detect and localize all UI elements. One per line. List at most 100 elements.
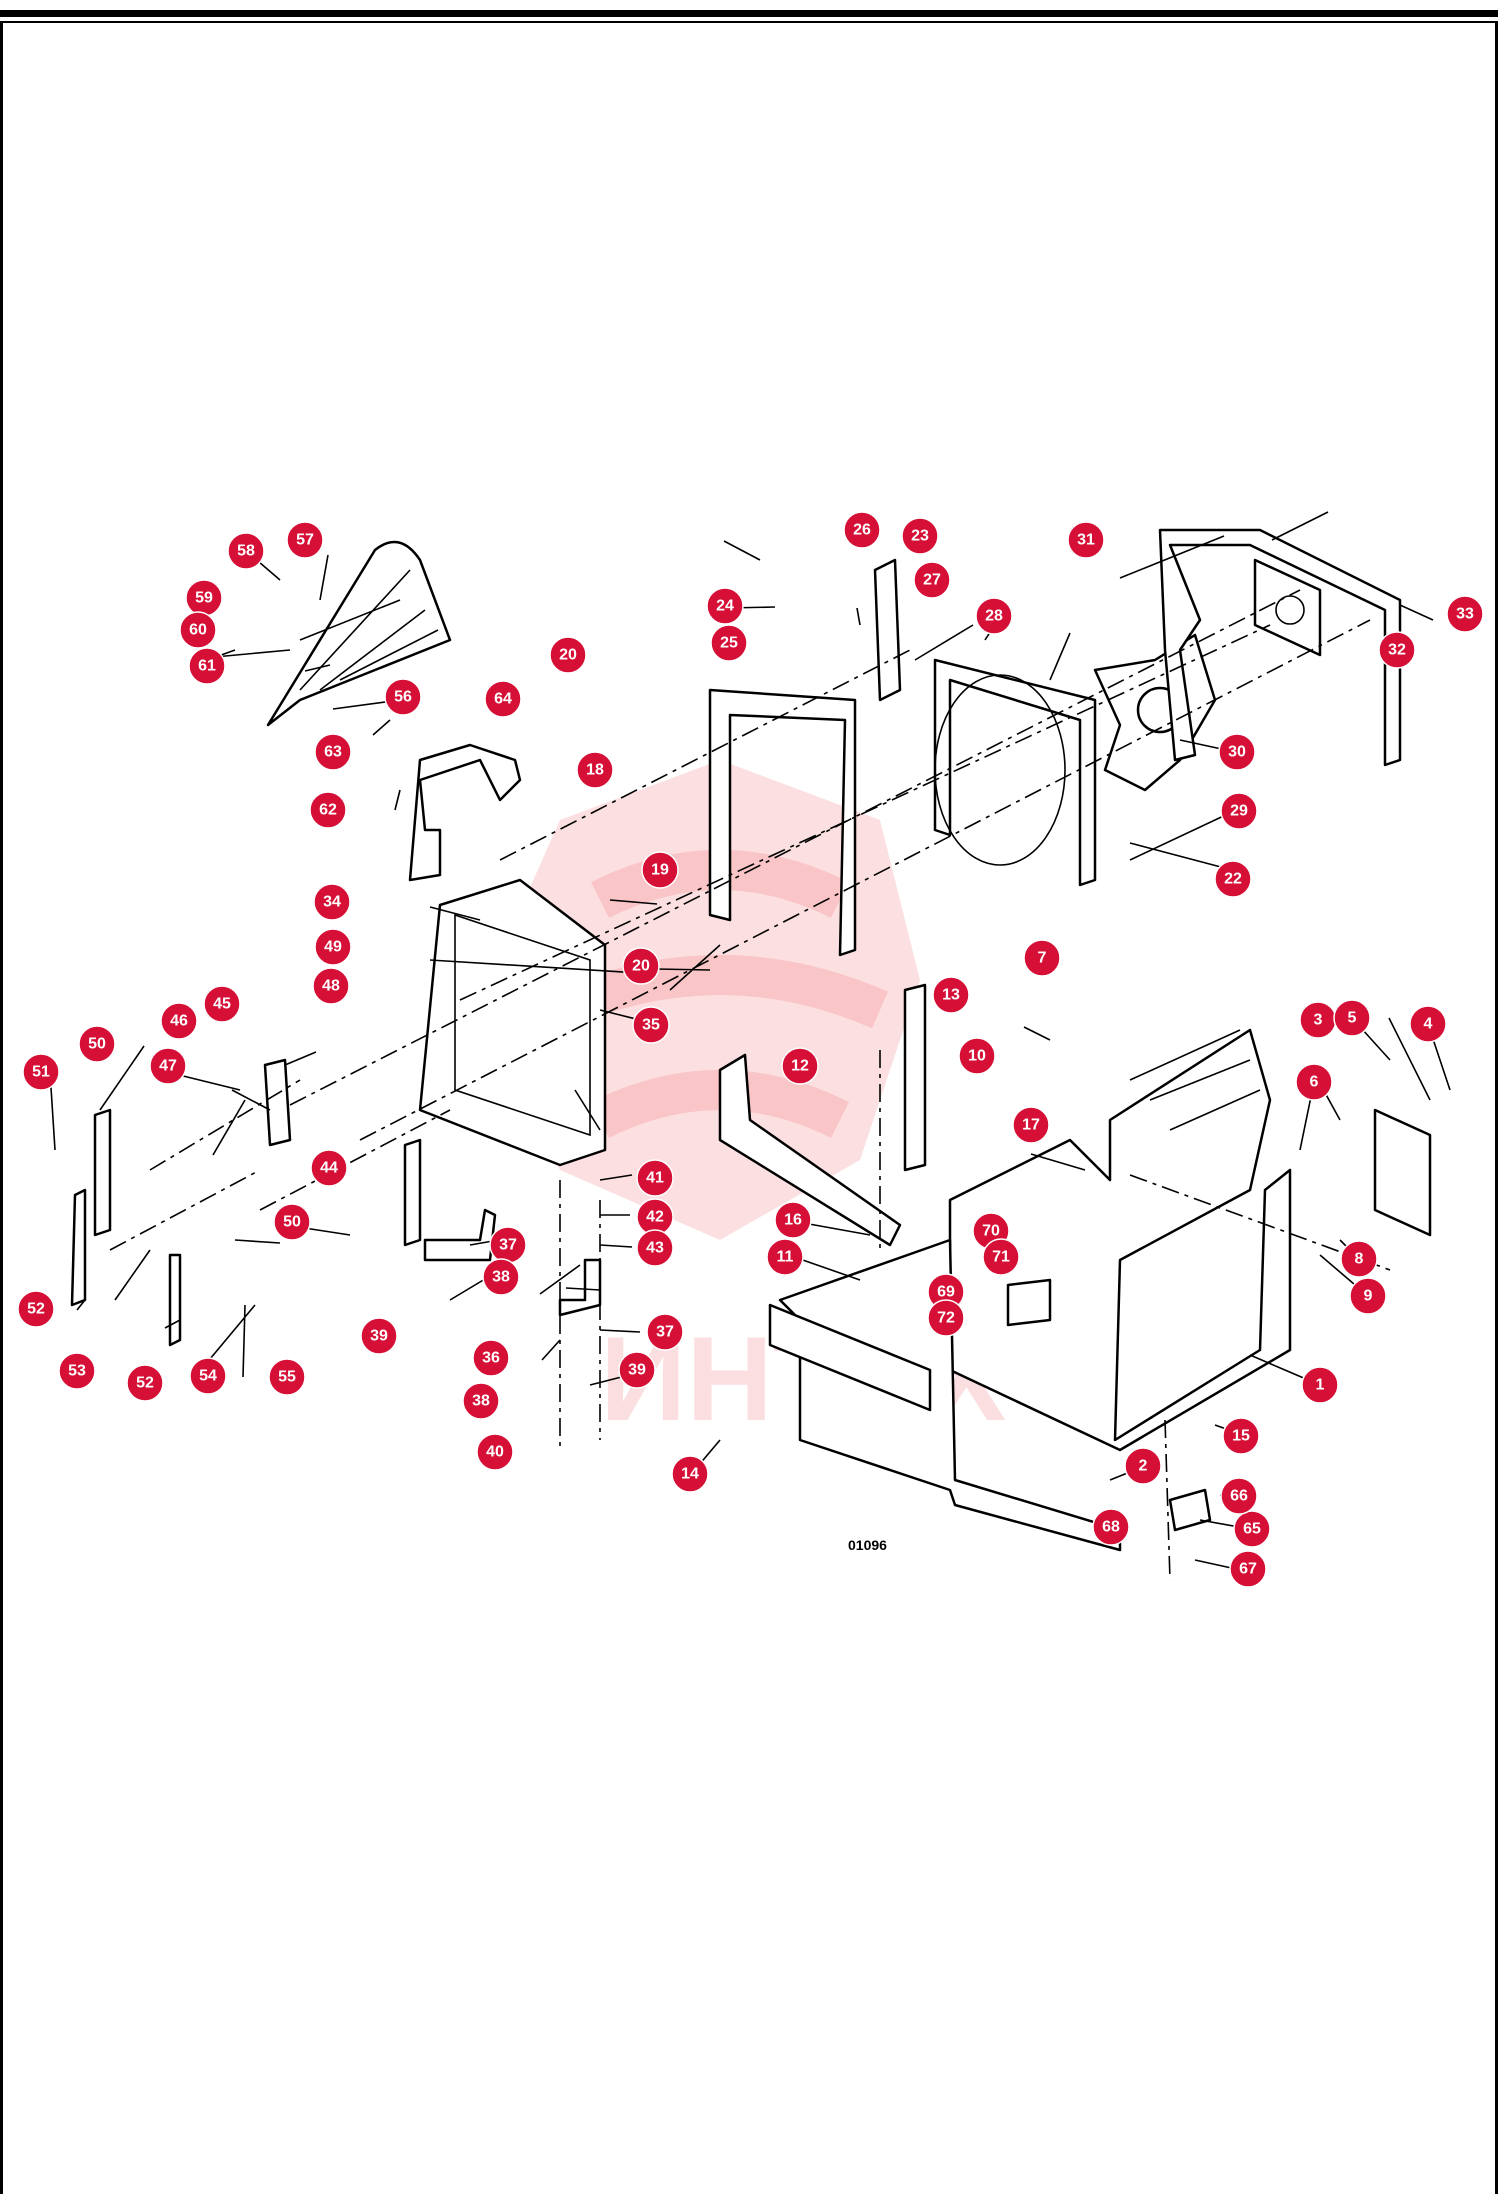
callout-badge-circle	[1295, 1063, 1333, 1101]
callout-number: 1	[1316, 1377, 1325, 1394]
page-right-border	[1495, 22, 1498, 2194]
callout-badge: 57	[286, 521, 324, 559]
callout-badge-circle	[1378, 631, 1416, 669]
callout-number: 28	[985, 608, 1003, 625]
callout-badge-circle	[484, 680, 522, 718]
callout-badge-circle	[1333, 999, 1371, 1037]
callout-badge-circle	[636, 1159, 674, 1197]
callout-badge-circle	[227, 532, 265, 570]
callout-number: 72	[937, 1310, 955, 1327]
callout-badge: 63	[314, 733, 352, 771]
callout-number: 52	[136, 1375, 154, 1392]
callout-badge: 64	[484, 680, 522, 718]
callout-badge-circle	[618, 1351, 656, 1389]
callout-badge-circle	[78, 1025, 116, 1063]
callout-badge: 28	[975, 597, 1013, 635]
callout-badge: 13	[932, 976, 970, 1014]
callout-badge-circle	[636, 1229, 674, 1267]
callout-badge-circle	[1233, 1510, 1271, 1548]
callout-badge: 37	[646, 1313, 684, 1351]
callout-badge-circle	[1067, 521, 1105, 559]
callout-number: 48	[322, 978, 340, 995]
callout-badge: 8	[1340, 1240, 1378, 1278]
callout-badge-circle	[189, 1357, 227, 1395]
callout-number: 27	[923, 572, 941, 589]
callout-badge-circle	[671, 1455, 709, 1493]
callout-badge: 14	[671, 1455, 709, 1493]
callout-badge: 31	[1067, 521, 1105, 559]
page-left-border	[0, 22, 3, 2194]
callout-badge: 32	[1378, 631, 1416, 669]
callout-badge-circle	[1092, 1508, 1130, 1546]
callout-badge: 44	[310, 1149, 348, 1187]
callout-badge-circle	[1222, 1417, 1260, 1455]
callout-badge-circle	[982, 1238, 1020, 1276]
callout-number: 49	[324, 939, 342, 956]
callout-number: 2	[1139, 1458, 1148, 1475]
callout-badge-circle	[313, 883, 351, 921]
callout-badge-circle	[901, 517, 939, 555]
callout-badge-circle	[58, 1352, 96, 1390]
callout-badge-circle	[149, 1047, 187, 1085]
callout-badge-circle	[309, 791, 347, 829]
callout-number: 68	[1102, 1519, 1120, 1536]
callout-number: 56	[394, 689, 412, 706]
callout-badge: 26	[843, 511, 881, 549]
callout-badge: 12	[781, 1047, 819, 1085]
callout-number: 17	[1022, 1117, 1040, 1134]
callout-badge-circle	[462, 1382, 500, 1420]
callout-badge-circle	[774, 1201, 812, 1239]
callout-badge-circle	[188, 647, 226, 685]
callout-badge-circle	[622, 947, 660, 985]
callout-badge: 15	[1222, 1417, 1260, 1455]
callout-badge: 11	[766, 1238, 804, 1276]
callout-badge: 2	[1124, 1447, 1162, 1485]
callout-badge-circle	[632, 1006, 670, 1044]
callout-badge: 35	[632, 1006, 670, 1044]
callout-number: 39	[628, 1362, 646, 1379]
callout-badge: 65	[1233, 1510, 1271, 1548]
callout-badge-circle	[179, 611, 217, 649]
callout-number: 11	[777, 1249, 794, 1266]
callout-badge: 53	[58, 1352, 96, 1390]
callout-number: 12	[791, 1058, 809, 1075]
callout-badge-circle	[549, 636, 587, 674]
callout-number: 22	[1224, 871, 1242, 888]
callout-number: 61	[198, 658, 216, 675]
callout-badge: 1	[1301, 1366, 1339, 1404]
callout-badge: 5	[1333, 999, 1371, 1037]
callout-badge-circle	[706, 587, 744, 625]
callout-badge: 56	[384, 678, 422, 716]
callout-number: 25	[720, 635, 738, 652]
callout-number: 55	[278, 1369, 296, 1386]
page-top-rule-thin	[0, 21, 1498, 23]
callout-number: 3	[1314, 1012, 1323, 1029]
callout-number: 37	[499, 1237, 517, 1254]
callout-number: 52	[27, 1301, 45, 1318]
callout-number: 10	[968, 1048, 986, 1065]
callout-number: 31	[1077, 532, 1095, 549]
callout-badge: 4	[1409, 1005, 1447, 1043]
callout-badge-circle	[1446, 595, 1484, 633]
callout-badge: 3	[1299, 1001, 1337, 1039]
page-top-rule-thick	[0, 10, 1498, 17]
callout-number: 4	[1424, 1016, 1433, 1033]
callout-badge-circle	[1012, 1106, 1050, 1144]
callout-badge: 29	[1220, 792, 1258, 830]
callout-badge-circle	[273, 1203, 311, 1241]
callout-number: 71	[992, 1249, 1010, 1266]
callout-number: 53	[68, 1363, 86, 1380]
callout-number: 46	[170, 1013, 188, 1030]
parts-line-art	[70, 528, 1432, 1581]
callout-badge: 50	[78, 1025, 116, 1063]
callout-badge-circle	[1124, 1447, 1162, 1485]
callout-badge-circle	[286, 521, 324, 559]
callout-badge-circle	[203, 985, 241, 1023]
callout-badge-circle	[1023, 939, 1061, 977]
callout-badge: 30	[1218, 733, 1256, 771]
callout-badge: 6	[1295, 1063, 1333, 1101]
callout-number: 44	[320, 1160, 338, 1177]
callout-badge-circle	[975, 597, 1013, 635]
callout-badge: 18	[576, 751, 614, 789]
